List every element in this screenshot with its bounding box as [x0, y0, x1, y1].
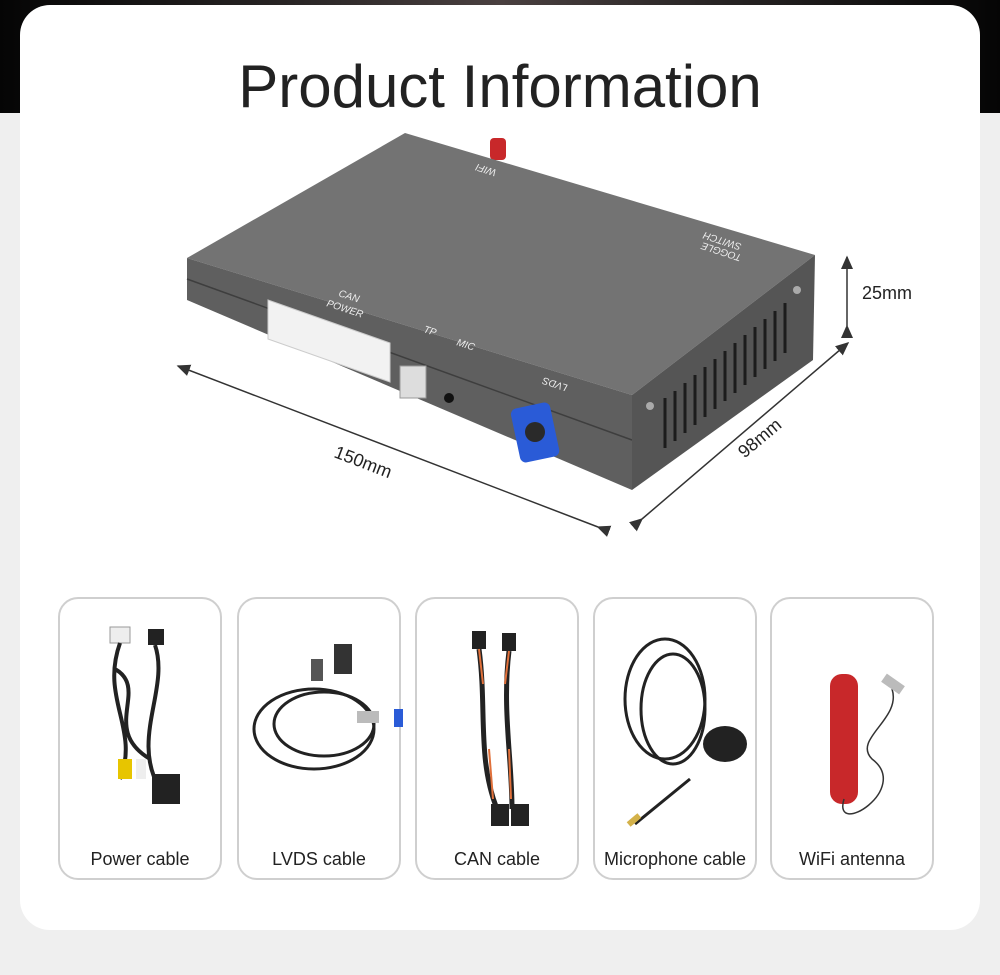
label-tp: TP [422, 324, 438, 339]
can-cable-icon [472, 631, 529, 826]
device-top-face [187, 133, 815, 395]
accessory-lvds-cable: LVDS cable [237, 597, 403, 880]
length-arrow [176, 364, 612, 537]
accessory-label: Microphone cable [603, 849, 747, 869]
tp-connector [399, 365, 427, 399]
accessory-can-cable: CAN cable [415, 597, 579, 880]
width-arrow [628, 342, 850, 532]
power-cable-icon [109, 626, 180, 804]
accessory-wifi-antenna: WiFi antenna [770, 597, 934, 880]
page-title: Product Information [238, 53, 762, 120]
accessory-label: LVDS cable [272, 849, 366, 869]
accessory-microphone-cable: Microphone cable [593, 597, 757, 880]
accessory-label: WiFi antenna [798, 849, 906, 869]
wifi-antenna-port [490, 138, 506, 160]
accessory-label: Power cable [90, 849, 190, 869]
accessory-power-cable: Power cable [58, 597, 222, 880]
microphone-cable-icon [623, 637, 747, 827]
lvds-cable-icon [252, 644, 403, 771]
accessory-label: CAN cable [453, 849, 541, 869]
height-label: 25mm [862, 283, 913, 303]
mic-jack [444, 393, 454, 403]
wifi-antenna-icon [830, 673, 905, 815]
